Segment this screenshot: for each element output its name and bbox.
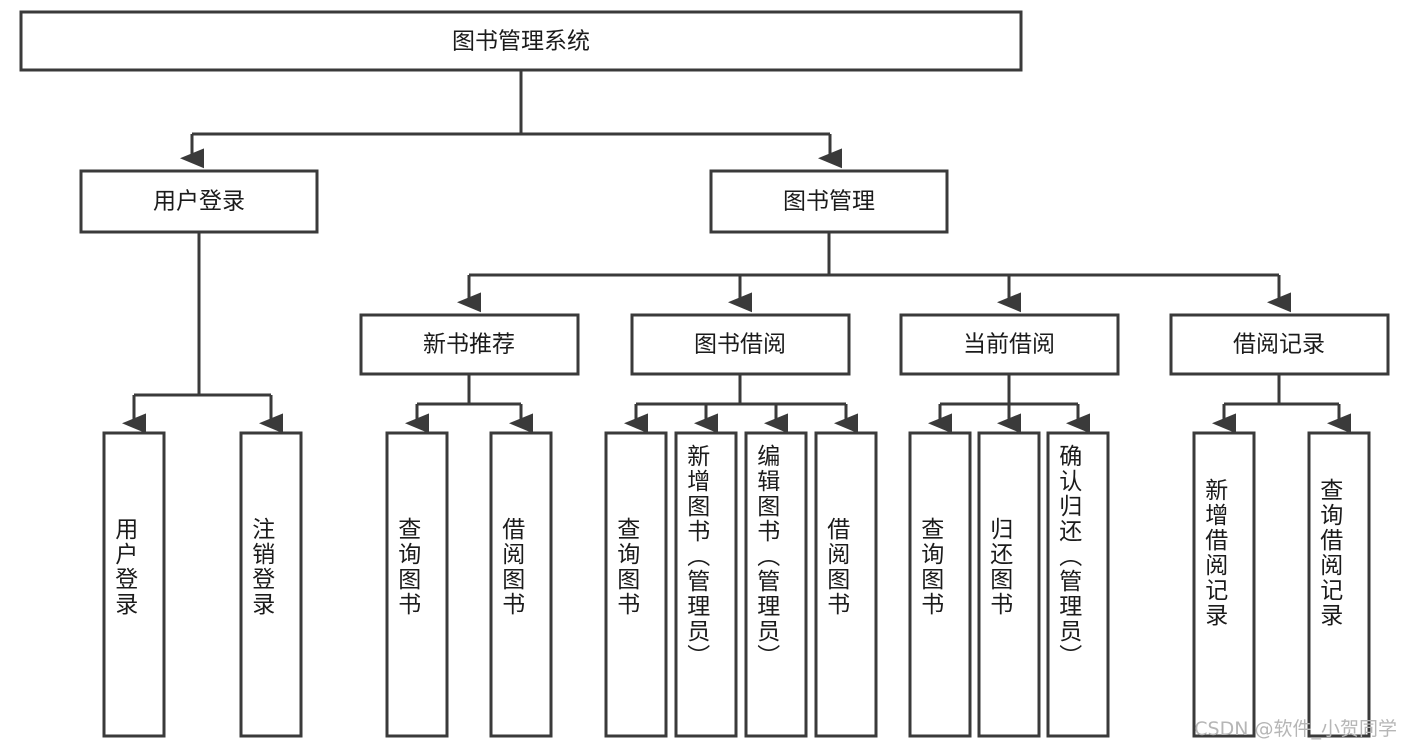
node-book-borrow[interactable]: 图书借阅	[630, 313, 851, 376]
node-book-management[interactable]: 图书管理	[709, 169, 949, 234]
node-current-borrow-box[interactable]	[899, 313, 1120, 376]
node-user-login[interactable]: 用户登录	[79, 169, 319, 234]
leaf-box-current-2[interactable]	[977, 431, 1041, 738]
leaf-box-record-2[interactable]	[1307, 431, 1371, 738]
node-borrow-record[interactable]: 借阅记录	[1169, 313, 1390, 376]
node-current-borrow-label: 当前借阅	[963, 332, 1055, 358]
node-book-management-box[interactable]	[709, 169, 949, 234]
leaf-box-user-login-1[interactable]	[102, 431, 166, 738]
node-new-book-recommend[interactable]: 新书推荐	[359, 313, 580, 376]
leaf-box-borrow-2[interactable]	[674, 431, 738, 738]
node-book-management-label: 图书管理	[783, 189, 875, 215]
node-borrow-record-label: 借阅记录	[1233, 332, 1325, 358]
leaf-box-newbook-2[interactable]	[489, 431, 553, 738]
leaf-box-borrow-4[interactable]	[814, 431, 878, 738]
node-root-box[interactable]	[19, 10, 1023, 72]
node-book-borrow-label: 图书借阅	[694, 332, 786, 358]
node-new-book-recommend-label: 新书推荐	[423, 332, 515, 358]
node-user-login-box[interactable]	[79, 169, 319, 234]
node-root[interactable]: 图书管理系统	[19, 10, 1023, 72]
leaf-box-record-1[interactable]	[1192, 431, 1256, 738]
node-new-book-recommend-box[interactable]	[359, 313, 580, 376]
node-book-borrow-box[interactable]	[630, 313, 851, 376]
leaf-box-newbook-1[interactable]	[385, 431, 449, 738]
node-borrow-record-box[interactable]	[1169, 313, 1390, 376]
connector-group	[122, 70, 1351, 434]
leaf-box-current-3[interactable]	[1046, 431, 1110, 738]
node-current-borrow[interactable]: 当前借阅	[899, 313, 1120, 376]
leaf-box-borrow-3[interactable]	[744, 431, 808, 738]
node-user-login-label: 用户登录	[153, 189, 245, 215]
node-root-label: 图书管理系统	[452, 29, 590, 55]
connector-root-bus	[192, 70, 830, 158]
leaf-box-user-login-2[interactable]	[239, 431, 303, 738]
leaf-box-current-1[interactable]	[908, 431, 972, 738]
leaf-box-borrow-1[interactable]	[604, 431, 668, 738]
